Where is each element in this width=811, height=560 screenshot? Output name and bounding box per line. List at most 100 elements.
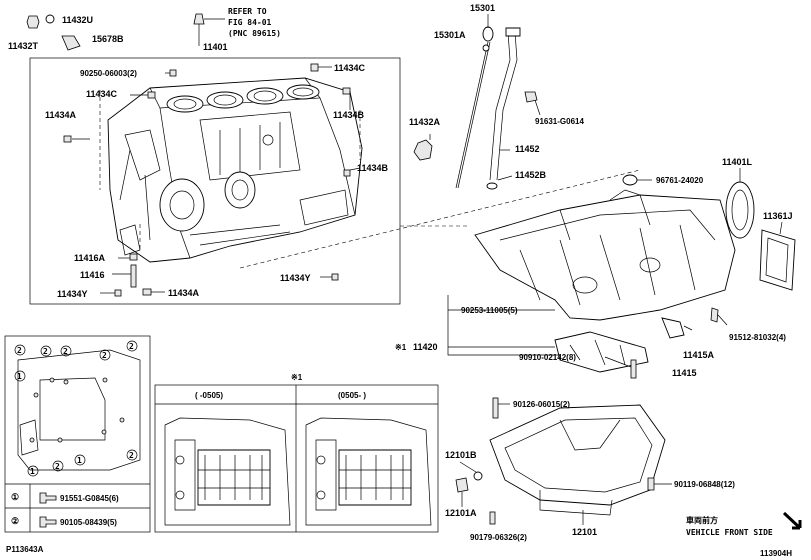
callout-90179: 90179-06326(2)	[470, 533, 527, 542]
refer-note-line1: REFER TO	[228, 7, 267, 16]
bolt-icon-90105	[39, 516, 57, 528]
bolt-markers	[14, 340, 138, 477]
plug-11416a	[129, 253, 138, 261]
callout-90250: 90250-06003(2)	[80, 69, 137, 78]
front-arrow-icon	[782, 511, 802, 530]
o-ring-11452b	[486, 182, 498, 190]
oil-pan-upper-11420	[474, 189, 736, 321]
marker-label-2c: 2	[63, 347, 68, 356]
callout-11434y-left: 11434Y	[57, 289, 88, 299]
marker-2-c	[60, 345, 72, 357]
inset-mark: ※1	[291, 373, 303, 382]
marker-1-b	[27, 465, 39, 477]
callout-11434b-right: 11434B	[357, 163, 389, 173]
callout-11452: 11452	[515, 144, 540, 154]
callout-15301: 15301	[470, 3, 495, 13]
bolt-90119	[647, 477, 655, 491]
cylinder-block-group	[29, 57, 401, 305]
legend-part-1: 91551-G0845(6)	[60, 494, 119, 503]
callout-15301a: 15301A	[434, 30, 466, 40]
callout-90253: 90253-11005(5)	[461, 306, 518, 315]
guide-11452	[489, 31, 511, 181]
variant-left-drawing	[164, 417, 291, 526]
plug-11434a-bottom	[142, 288, 152, 296]
top-left-fasteners	[26, 13, 225, 51]
stud-90126	[492, 397, 499, 419]
pin-11416	[130, 264, 137, 288]
marker-2-g	[52, 460, 64, 472]
bolt-90910	[630, 359, 637, 379]
callout-11434c-mid: 11434C	[86, 89, 118, 99]
callout-11420-mark: ※1	[395, 343, 407, 352]
o-ring-15301a	[482, 44, 490, 52]
bracket-11420	[447, 295, 560, 356]
dipstick-handle	[482, 26, 494, 42]
bolt-icon-91551	[39, 492, 57, 504]
callout-11432t: 11432T	[8, 41, 39, 51]
plug-12101a	[455, 477, 469, 493]
cover-11361j	[759, 221, 796, 291]
strainer-11420-part	[554, 331, 649, 373]
callout-90910: 90910-02142(8)	[519, 353, 576, 362]
plug-11434c-top	[310, 63, 319, 72]
callout-11415a: 11415A	[683, 350, 715, 360]
bolt-pattern-inset: 2 2 2 2 2 2 2 1 1 1 ① 91551-G0845(6) ② 9…	[4, 335, 151, 533]
refer-note-line3: (PNC 89615)	[228, 29, 281, 38]
callout-11434b-top: 11434B	[333, 110, 365, 120]
marker-2-b	[40, 345, 52, 357]
dipstick-group	[455, 14, 541, 190]
callout-11434a-left: 11434A	[45, 110, 77, 120]
callout-11432u: 11432U	[62, 15, 93, 25]
callout-11420: 11420	[413, 342, 438, 352]
sensor-11415	[661, 317, 693, 339]
variant-inset-frame	[154, 384, 439, 533]
gasket-12101b	[473, 471, 483, 481]
vehicle-front-en: VEHICLE FRONT SIDE	[686, 528, 773, 537]
plug-11434b-right	[343, 169, 351, 177]
plug-11434c-mid	[147, 91, 156, 99]
oil-pan-lower-12101	[489, 404, 666, 516]
marker-label-2a: 2	[17, 346, 22, 355]
marker-1-a	[74, 454, 86, 466]
callout-11415: 11415	[672, 368, 697, 378]
bolt-91631	[524, 91, 538, 103]
plug-11432a	[413, 134, 433, 161]
plug-11434y-left	[114, 289, 122, 297]
callout-96761: 96761-24020	[656, 176, 704, 185]
illustration-code-left: P113643A	[6, 545, 44, 554]
callout-91631: 91631-G0614	[535, 117, 584, 126]
callout-12101: 12101	[572, 527, 597, 537]
variant-right-drawing	[305, 417, 432, 526]
illustration-code-right: 113904H	[760, 549, 792, 558]
plug-11434y-right	[331, 273, 339, 281]
vehicle-front-jp: 車両前方	[686, 515, 718, 525]
marker-label-1b: 1	[30, 467, 35, 476]
oil-seal-11401l	[725, 168, 755, 239]
marker-label-2b: 2	[43, 347, 48, 356]
gasket-11432u	[45, 14, 55, 24]
cylinder-block-frame	[29, 57, 401, 305]
callout-91512: 91512-81032(4)	[729, 333, 786, 342]
marker-2-a	[14, 344, 26, 356]
sensor-refer-fig84	[193, 13, 205, 25]
strainer-variant-inset: ※1 ( -0505) (0505- )	[154, 373, 439, 533]
legend-part-2: 90105-08439(5)	[60, 518, 117, 527]
variant-header-left: ( -0505)	[195, 391, 223, 400]
callout-11434c-top: 11434C	[334, 63, 366, 73]
marker-label-2f: 2	[129, 451, 134, 460]
marker-2-f	[126, 449, 138, 461]
callout-11401: 11401	[203, 42, 228, 52]
marker-2-d	[99, 349, 111, 361]
callout-11416a: 11416A	[74, 253, 106, 263]
legend-num-2: ②	[11, 516, 19, 526]
callout-12101b: 12101B	[445, 450, 477, 460]
plug-11434a-left	[63, 135, 72, 143]
callout-90119: 90119-06848(12)	[674, 480, 735, 489]
callout-11432a: 11432A	[409, 117, 441, 127]
bolt-90250	[169, 69, 177, 77]
plug-11434b-top	[342, 87, 351, 95]
callout-12101a: 12101A	[445, 508, 477, 518]
callout-11416: 11416	[80, 270, 105, 280]
callout-11361j: 11361J	[763, 211, 793, 221]
callout-90126: 90126-06015(2)	[513, 400, 570, 409]
